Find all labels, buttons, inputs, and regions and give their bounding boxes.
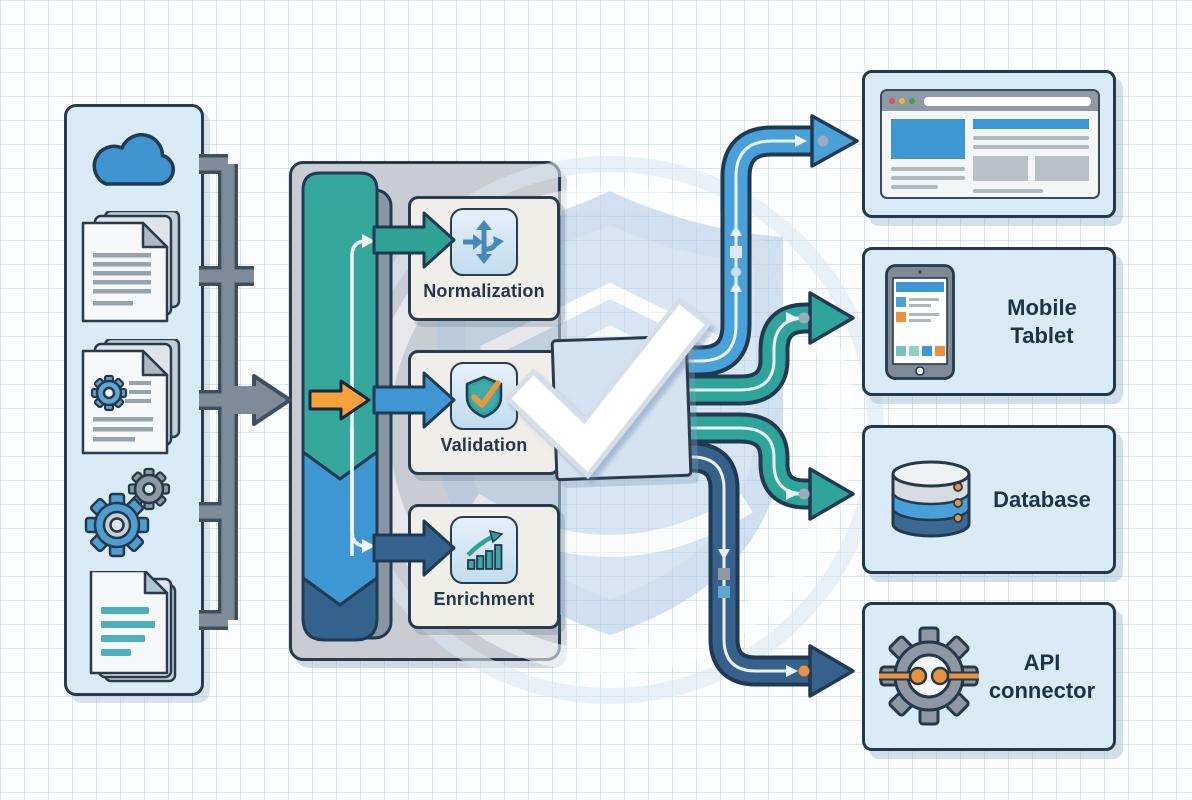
output-label-database: Database bbox=[993, 486, 1091, 512]
output-card-mobile: Mobile Tablet bbox=[862, 247, 1116, 396]
gear-glyph bbox=[90, 374, 128, 412]
output-pipes bbox=[676, 114, 859, 698]
source-connectors bbox=[199, 154, 292, 630]
document-lines-icon bbox=[89, 571, 177, 683]
merge-arrow-head bbox=[252, 374, 292, 426]
route-arrows-icon bbox=[450, 208, 518, 276]
pipe-to-browser bbox=[676, 114, 859, 377]
gears-icon bbox=[84, 467, 171, 558]
output-card-api: API connector bbox=[862, 602, 1116, 751]
document-stack-icon bbox=[81, 211, 181, 323]
stage-card-normalization: Normalization bbox=[408, 196, 560, 321]
browser-dot-green bbox=[909, 98, 915, 104]
growth-chart-icon bbox=[450, 516, 518, 584]
browser-heading-bar bbox=[973, 119, 1089, 129]
stage-card-enrichment: Enrichment bbox=[408, 504, 560, 629]
output-card-browser bbox=[862, 70, 1116, 218]
browser-image-block bbox=[891, 119, 965, 159]
web-browser-icon bbox=[880, 89, 1100, 199]
pipe-to-database bbox=[676, 412, 855, 521]
stage-label-normalization: Normalization bbox=[423, 281, 545, 301]
document-gear-icon bbox=[81, 339, 181, 455]
shield-check-icon bbox=[450, 362, 518, 430]
validation-gate-box bbox=[550, 334, 693, 482]
stage-card-validation: Validation bbox=[408, 350, 560, 475]
small-gear bbox=[127, 467, 171, 511]
output-label-mobile: Mobile Tablet bbox=[1007, 295, 1077, 348]
browser-content bbox=[882, 111, 1098, 197]
tablet-icon bbox=[885, 264, 955, 380]
pipe-to-mobile bbox=[676, 291, 855, 406]
api-gear-icon bbox=[879, 626, 979, 726]
output-card-database: Database bbox=[862, 425, 1116, 574]
pipe-to-api bbox=[676, 441, 855, 698]
browser-titlebar bbox=[882, 91, 1098, 111]
stage-label-validation: Validation bbox=[440, 435, 528, 455]
database-icon bbox=[891, 460, 971, 538]
stage-label-enrichment: Enrichment bbox=[433, 589, 535, 609]
browser-dot-yellow bbox=[899, 98, 905, 104]
browser-dot-red bbox=[889, 98, 895, 104]
sources-panel bbox=[64, 104, 204, 696]
browser-address-bar bbox=[924, 96, 1091, 106]
output-label-api: API connector bbox=[988, 650, 1096, 703]
cloud-icon bbox=[92, 133, 175, 186]
large-gear bbox=[84, 492, 150, 558]
